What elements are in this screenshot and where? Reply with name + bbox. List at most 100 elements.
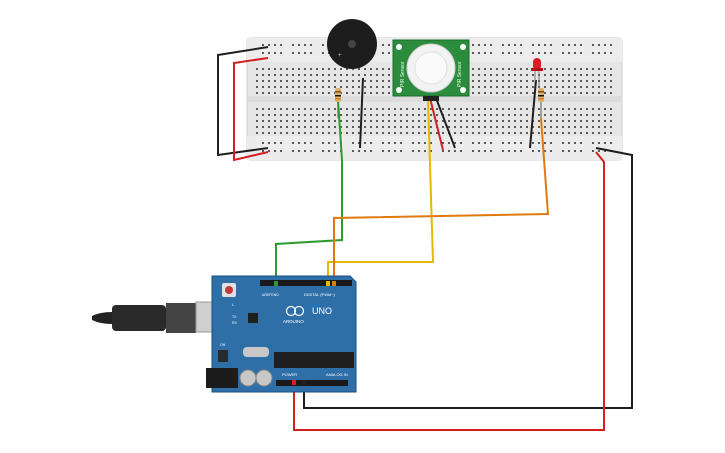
breadboard-hole — [316, 132, 318, 134]
breadboard-hole — [256, 120, 258, 122]
breadboard-hole — [580, 120, 582, 122]
breadboard-hole — [562, 114, 564, 116]
breadboard-hole — [292, 86, 294, 88]
breadboard-hole — [262, 86, 264, 88]
breadboard-hole — [550, 80, 552, 82]
breadboard-hole — [514, 120, 516, 122]
breadboard-hole — [292, 108, 294, 110]
breadboard-hole — [562, 132, 564, 134]
breadboard-hole — [298, 74, 300, 76]
breadboard-hole — [478, 132, 480, 134]
breadboard-hole — [322, 114, 324, 116]
breadboard-hole — [556, 132, 558, 134]
breadboard-hole — [586, 120, 588, 122]
breadboard-hole — [478, 44, 480, 46]
breadboard-hole — [370, 142, 372, 144]
breadboard-hole — [316, 114, 318, 116]
breadboard-hole — [388, 52, 390, 54]
breadboard-hole — [424, 108, 426, 110]
breadboard-hole — [580, 132, 582, 134]
breadboard-hole — [268, 114, 270, 116]
breadboard-hole — [328, 126, 330, 128]
breadboard-hole — [328, 142, 330, 144]
breadboard-hole — [532, 132, 534, 134]
breadboard-hole — [394, 126, 396, 128]
breadboard-hole — [526, 92, 528, 94]
breadboard-hole — [292, 126, 294, 128]
breadboard-hole — [466, 132, 468, 134]
breadboard-hole — [562, 92, 564, 94]
breadboard-hole — [490, 86, 492, 88]
breadboard-hole — [592, 120, 594, 122]
power-analog-header[interactable] — [276, 380, 348, 386]
breadboard-hole — [424, 132, 426, 134]
breadboard-hole — [316, 86, 318, 88]
breadboard-hole — [556, 108, 558, 110]
reset-button[interactable] — [225, 286, 233, 294]
breadboard-hole — [490, 142, 492, 144]
breadboard-hole — [364, 150, 366, 152]
breadboard-hole — [514, 68, 516, 70]
breadboard-hole — [520, 142, 522, 144]
breadboard-hole — [262, 44, 264, 46]
breadboard-hole — [328, 92, 330, 94]
breadboard-hole — [268, 68, 270, 70]
breadboard-hole — [484, 80, 486, 82]
breadboard-hole — [484, 132, 486, 134]
breadboard-hole — [604, 92, 606, 94]
breadboard-hole — [322, 120, 324, 122]
breadboard-hole — [346, 120, 348, 122]
breadboard-hole — [466, 114, 468, 116]
breadboard-hole — [346, 114, 348, 116]
breadboard-hole — [550, 114, 552, 116]
breadboard-hole — [490, 74, 492, 76]
arduino-board: ARDUINO UNO DIGITAL (PWM~) AREF GND L TX… — [206, 275, 357, 393]
breadboard-hole — [556, 74, 558, 76]
breadboard-hole — [274, 52, 276, 54]
breadboard-hole — [388, 150, 390, 152]
breadboard-hole — [394, 150, 396, 152]
breadboard-hole — [514, 86, 516, 88]
breadboard-hole — [352, 68, 354, 70]
breadboard-hole — [406, 108, 408, 110]
breadboard-hole — [316, 74, 318, 76]
breadboard-hole — [298, 80, 300, 82]
digital-header[interactable] — [260, 280, 352, 286]
breadboard-hole — [490, 92, 492, 94]
breadboard-hole — [610, 80, 612, 82]
breadboard-hole — [262, 126, 264, 128]
breadboard-hole — [556, 68, 558, 70]
breadboard-hole — [268, 86, 270, 88]
breadboard-hole — [322, 150, 324, 152]
breadboard-hole — [478, 74, 480, 76]
breadboard-hole — [514, 80, 516, 82]
breadboard-hole — [556, 80, 558, 82]
breadboard-hole — [352, 86, 354, 88]
breadboard-hole — [358, 92, 360, 94]
breadboard-hole — [526, 74, 528, 76]
breadboard-hole — [580, 150, 582, 152]
breadboard-hole — [484, 92, 486, 94]
breadboard-hole — [262, 68, 264, 70]
breadboard-hole — [340, 68, 342, 70]
breadboard-hole — [532, 52, 534, 54]
breadboard-hole — [496, 74, 498, 76]
breadboard-hole — [418, 120, 420, 122]
breadboard-hole — [538, 142, 540, 144]
breadboard-hole — [346, 80, 348, 82]
breadboard-hole — [376, 68, 378, 70]
breadboard-hole — [310, 108, 312, 110]
breadboard-hole — [376, 80, 378, 82]
breadboard-hole — [526, 132, 528, 134]
breadboard-hole — [274, 150, 276, 152]
breadboard-hole — [526, 126, 528, 128]
breadboard-hole — [430, 120, 432, 122]
breadboard-hole — [508, 126, 510, 128]
breadboard-hole — [472, 132, 474, 134]
breadboard-hole — [490, 114, 492, 116]
breadboard-hole — [274, 68, 276, 70]
breadboard-hole — [298, 44, 300, 46]
breadboard-hole — [412, 142, 414, 144]
breadboard-hole — [592, 74, 594, 76]
